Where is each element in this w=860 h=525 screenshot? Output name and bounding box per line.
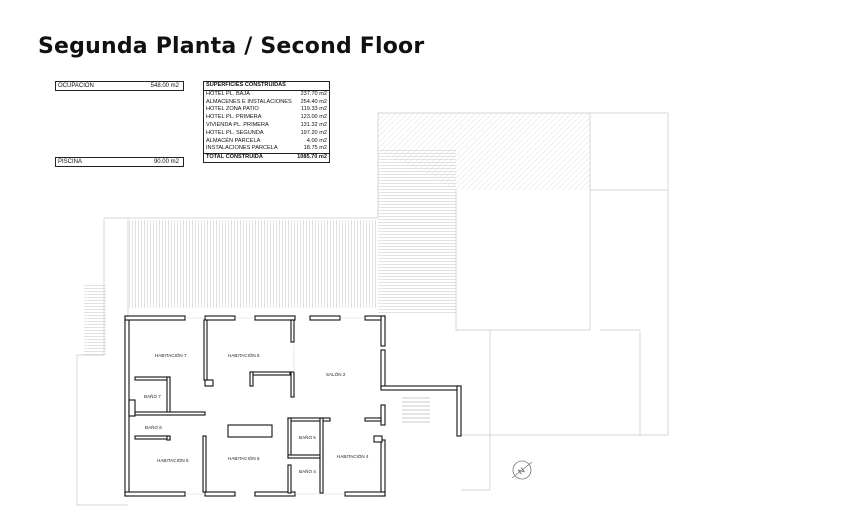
north-arrow-icon: N	[511, 460, 533, 480]
wall-int-9	[166, 435, 171, 441]
north-label: N	[516, 466, 526, 477]
total-value: 1085.70 m2	[294, 153, 330, 163]
outline-right3	[600, 329, 641, 435]
room-label: HABITACIÓN 4	[337, 453, 369, 459]
building-outlines	[76, 112, 669, 506]
outline-right	[461, 113, 669, 436]
wall-stair-right	[456, 385, 462, 437]
wall-int-11	[249, 371, 291, 376]
total-label: TOTAL CONSTRUIDA	[203, 153, 295, 163]
wall-south-2	[204, 491, 236, 497]
row-label: HOTEL PL. BAJA	[206, 90, 250, 97]
row-label: HOTEL ZONA PATIO	[206, 106, 259, 113]
row-value: 119.33 m2	[300, 106, 327, 113]
wall-east-1	[380, 315, 386, 347]
wall-int-8	[134, 435, 171, 440]
page-title: Segunda Planta / Second Floor	[38, 34, 425, 59]
wall-int-13	[204, 379, 214, 387]
wall-int-18	[287, 464, 292, 494]
ghost-lines	[185, 317, 365, 495]
ocupacion-label: OCUPACIÓN	[58, 83, 94, 89]
surfaces-header: SUPERFICIES CONSTRUIDAS	[203, 81, 330, 91]
row-value: 197.20 m2	[300, 129, 327, 136]
table-row: VIVIENDA PL. PRIMERA 131.32 m2	[204, 122, 330, 130]
table-row: INSTALACIONES PARCELA 18.75 m2	[204, 145, 330, 153]
piscina-label: PISCINA	[58, 159, 83, 165]
wall-int-1	[203, 319, 208, 381]
table-row: HOTEL ZONA PATIO 119.33 m2	[204, 106, 330, 114]
wall-int-7	[134, 411, 206, 416]
wall-int-5	[166, 376, 171, 416]
wall-south-4	[344, 491, 386, 497]
room-label: BAÑO 6	[145, 424, 162, 430]
wall-east-2	[380, 349, 386, 389]
wall-int-2	[290, 319, 295, 343]
row-value: 254.40 m2	[300, 98, 327, 105]
room-label: HABITACIÓN 5	[228, 455, 260, 461]
row-label: ALMACÉN PARCELA	[206, 137, 261, 144]
roof-left	[128, 220, 378, 308]
room-label: HABITACIÓN 8	[228, 352, 260, 358]
row-value: 123.00 m2	[300, 114, 327, 121]
row-value: 4.00 m2	[306, 137, 327, 144]
room-label: BAÑO 5	[299, 434, 316, 440]
outline-right2	[461, 330, 491, 491]
room-label: BAÑO 7	[144, 393, 161, 399]
row-label: INSTALACIONES PARCELA	[206, 145, 278, 152]
room-label: HABITACIÓN 7	[155, 352, 187, 358]
room-label: SALÓN 2	[326, 371, 346, 377]
row-label: ALMACENES E INSTALACIONES	[206, 98, 292, 105]
row-value: 18.75 m2	[303, 145, 327, 152]
row-value: 237.70 m2	[300, 90, 327, 97]
wall-north-1	[124, 315, 186, 321]
wall-north-2	[204, 315, 236, 321]
piscina-value: 90.00 m2	[153, 159, 179, 165]
wall-int-12	[249, 371, 254, 387]
wall-int-19	[364, 417, 382, 422]
cupboard	[227, 424, 273, 438]
room-label: BAÑO 4	[299, 468, 316, 474]
roof-west	[84, 285, 106, 355]
wall-int-3	[290, 371, 295, 398]
ocupacion-value: 548.00 m2	[150, 83, 179, 89]
row-value: 131.32 m2	[300, 121, 327, 128]
room-label: HABITACIÓN 6	[157, 457, 189, 463]
wall-west	[124, 315, 130, 497]
wall-south-1	[124, 491, 186, 497]
surfaces-table: SUPERFICIES CONSTRUIDAS HOTEL PL. BAJA 23…	[203, 81, 330, 163]
wall-east-3	[380, 404, 386, 426]
table-row: HOTEL PL. BAJA 237.70 m2	[204, 90, 330, 98]
stairs	[402, 397, 430, 423]
wall-int-14	[287, 417, 331, 422]
row-label: HOTEL PL. PRIMERA	[206, 114, 262, 121]
table-row: HOTEL PL. PRIMERA 123.00 m2	[204, 114, 330, 122]
wall-int-10	[202, 435, 207, 493]
wall-int-20	[373, 435, 383, 443]
wall-east-4	[380, 439, 386, 497]
table-row: HOTEL PL. SEGUNDA 197.20 m2	[204, 130, 330, 138]
wall-int-4	[134, 376, 171, 381]
row-label: HOTEL PL. SEGUNDA	[206, 129, 264, 136]
outline-inner	[455, 190, 591, 331]
outline-left	[76, 218, 105, 505]
ocupacion-box: OCUPACIÓN 548.00 m2	[55, 81, 184, 91]
wall-north-3	[254, 315, 296, 321]
wall-stair-top	[380, 385, 462, 391]
outline-top	[104, 112, 669, 219]
wall-int-17	[287, 454, 321, 459]
roof-middle	[378, 150, 456, 315]
wall-north-4	[309, 315, 341, 321]
wall-int-15	[287, 417, 292, 459]
roof-hatching	[84, 113, 590, 355]
wall-int-6	[128, 399, 136, 417]
row-label: VIVIENDA PL. PRIMERA	[206, 121, 269, 128]
surfaces-header-row: SUPERFICIES CONSTRUIDAS	[203, 81, 330, 91]
piscina-box: PISCINA 90.00 m2	[55, 157, 184, 167]
table-row: ALMACENES E INSTALACIONES 254.40 m2	[204, 99, 330, 107]
table-row: ALMACÉN PARCELA 4.00 m2	[204, 138, 330, 146]
